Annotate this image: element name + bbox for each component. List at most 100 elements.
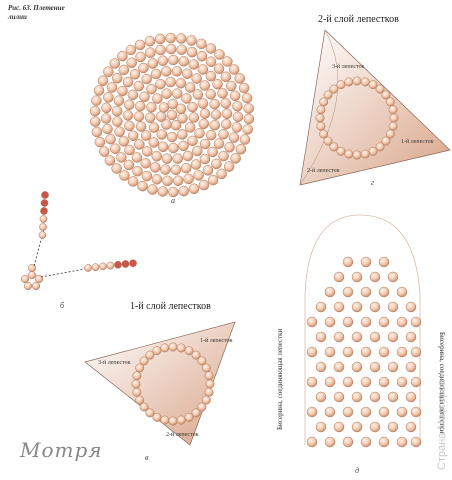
ring-bead bbox=[375, 84, 385, 94]
disc-bead bbox=[93, 85, 105, 96]
net-bead bbox=[342, 316, 354, 328]
disc-bead bbox=[198, 118, 210, 130]
disc-bead bbox=[154, 33, 166, 45]
ring-bead bbox=[139, 356, 149, 366]
disc-bead bbox=[157, 186, 169, 197]
net-bead bbox=[315, 391, 327, 403]
net-bead bbox=[387, 271, 399, 283]
disc-bead bbox=[141, 170, 153, 182]
net-bead bbox=[405, 301, 417, 313]
disc-bead bbox=[156, 129, 168, 140]
disc-bead bbox=[188, 59, 199, 70]
net-bead bbox=[396, 436, 408, 448]
disc-bead bbox=[197, 98, 209, 109]
figure-caption: Рис. 63. Плетение лилии bbox=[8, 4, 65, 21]
disc-bead bbox=[134, 39, 146, 51]
disc-bead bbox=[150, 68, 162, 80]
ring-bead bbox=[201, 363, 211, 373]
ring-bead bbox=[205, 379, 215, 389]
net-bead bbox=[306, 436, 318, 448]
signature: Мотря bbox=[20, 438, 103, 462]
disc-bead bbox=[221, 108, 233, 119]
net-bead bbox=[360, 256, 372, 268]
disc-bead bbox=[109, 58, 121, 69]
net-bead bbox=[306, 316, 318, 328]
disc-bead bbox=[229, 90, 241, 102]
disc-bead bbox=[157, 141, 169, 153]
net-bead bbox=[324, 436, 336, 448]
disc-bead bbox=[192, 89, 204, 100]
disc-bead bbox=[161, 88, 172, 99]
net-bead bbox=[306, 406, 318, 418]
net-bead bbox=[387, 331, 399, 343]
ring-bead bbox=[204, 387, 214, 397]
net-bead bbox=[378, 436, 390, 448]
ring-bead bbox=[160, 415, 170, 425]
disc-bead bbox=[209, 119, 221, 131]
ring-bead bbox=[197, 402, 207, 412]
disc-bead bbox=[170, 164, 182, 176]
net-bead bbox=[315, 421, 327, 433]
disc-bead bbox=[199, 80, 210, 91]
disc-bead bbox=[146, 83, 157, 95]
disc-bead bbox=[199, 153, 211, 165]
disc-bead bbox=[178, 56, 189, 67]
net-bead bbox=[360, 436, 372, 448]
disc-bead bbox=[100, 113, 112, 124]
ring-bead bbox=[385, 97, 395, 107]
disc-bead bbox=[89, 105, 101, 117]
panel-d-petal-outline bbox=[304, 214, 421, 445]
tail-bead bbox=[41, 191, 49, 199]
disc-bead bbox=[180, 162, 192, 174]
ring-bead bbox=[316, 121, 326, 131]
disc-bead bbox=[146, 102, 157, 113]
ring-bead bbox=[381, 90, 391, 100]
disc-bead bbox=[168, 54, 179, 66]
panel-v-petal-label-2: 2-й лепесток bbox=[166, 432, 199, 438]
disc-bead bbox=[199, 138, 211, 150]
disc-bead bbox=[220, 71, 232, 83]
disc-bead bbox=[212, 78, 223, 90]
disc-bead bbox=[142, 146, 153, 157]
disc-bead bbox=[134, 139, 145, 150]
disc-bead bbox=[171, 66, 183, 77]
disc-bead bbox=[116, 152, 127, 163]
disc-bead bbox=[127, 176, 139, 187]
net-bead bbox=[369, 391, 381, 403]
panel-v-bead-ring bbox=[131, 342, 215, 426]
disc-bead bbox=[226, 80, 237, 92]
net-bead bbox=[410, 316, 422, 328]
ring-bead bbox=[360, 77, 370, 87]
ring-bead bbox=[201, 395, 211, 405]
disc-bead bbox=[147, 58, 159, 69]
disc-bead bbox=[131, 152, 143, 163]
ring-bead bbox=[352, 150, 362, 160]
disc-bead bbox=[210, 109, 222, 120]
ring-bead bbox=[329, 142, 339, 152]
net-bead bbox=[360, 286, 372, 298]
ring-bead bbox=[176, 343, 186, 353]
start-bead bbox=[20, 274, 30, 284]
net-bead bbox=[315, 361, 327, 373]
disc-bead bbox=[155, 111, 167, 122]
disc-bead bbox=[232, 100, 243, 112]
disc-bead bbox=[232, 111, 244, 123]
net-bead bbox=[333, 271, 345, 283]
ring-bead bbox=[168, 342, 178, 352]
disc-bead bbox=[228, 132, 240, 143]
net-bead bbox=[378, 376, 390, 388]
disc-bead bbox=[99, 146, 110, 157]
ring-bead bbox=[368, 146, 378, 156]
disc-bead bbox=[170, 119, 182, 131]
ring-bead bbox=[168, 416, 178, 426]
ring-bead bbox=[352, 76, 362, 86]
tail-bead bbox=[91, 263, 100, 272]
disc-bead bbox=[127, 130, 139, 142]
disc-bead bbox=[127, 89, 139, 101]
panel-a-bead-disc bbox=[89, 32, 255, 198]
tail-bead bbox=[39, 223, 47, 231]
disc-bead bbox=[205, 70, 217, 82]
disc-bead bbox=[129, 69, 141, 80]
tail-bead bbox=[40, 207, 48, 215]
disc-bead bbox=[144, 112, 156, 123]
